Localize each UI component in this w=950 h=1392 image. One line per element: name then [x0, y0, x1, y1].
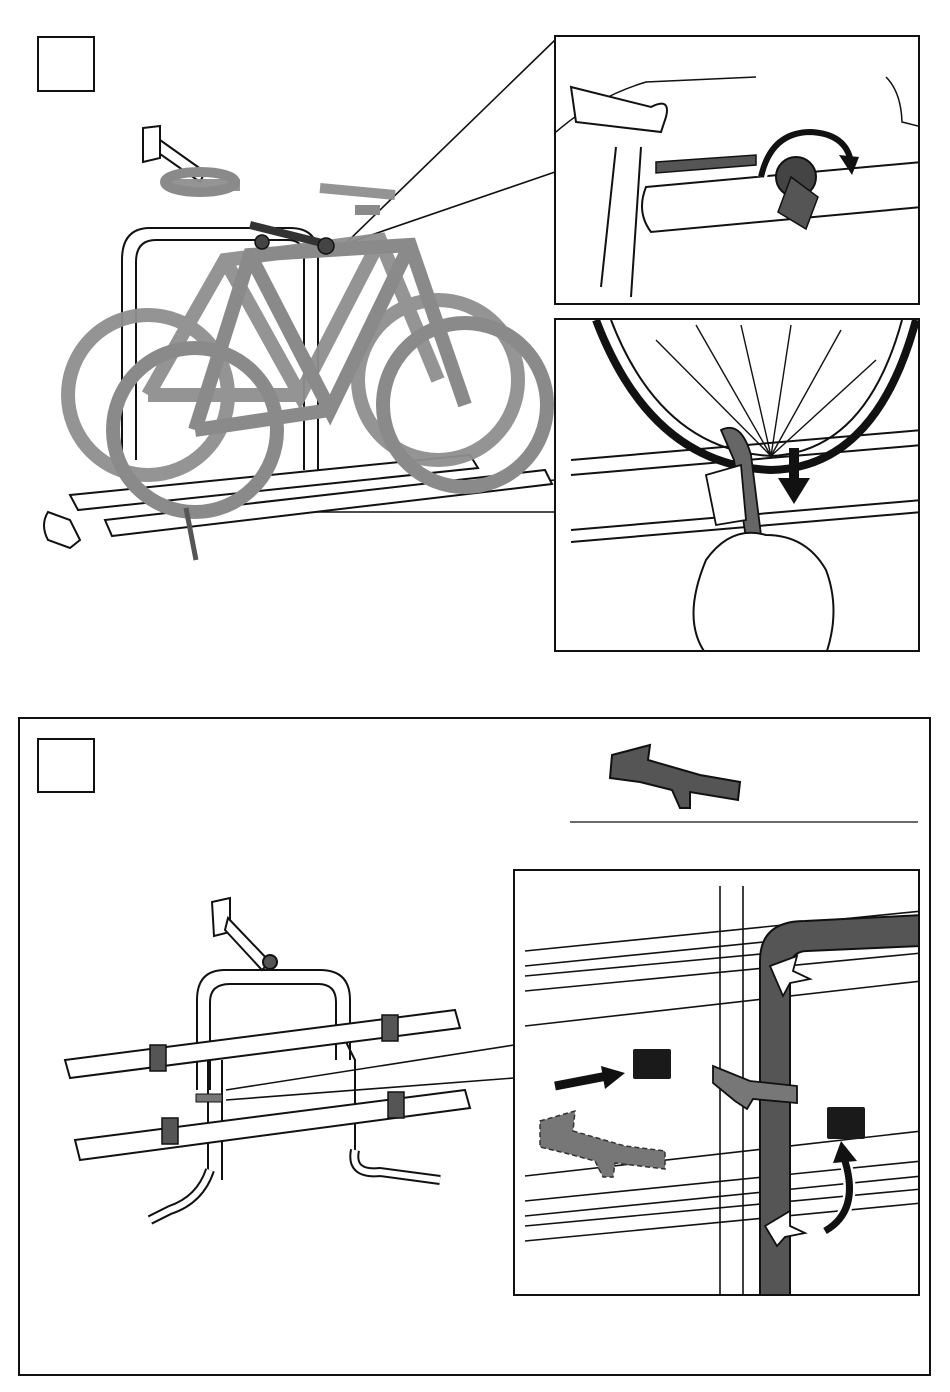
detail-panel-wheel-strap [554, 318, 920, 652]
front-bike [113, 172, 547, 512]
leader-line-bottom [195, 480, 555, 512]
leader-line-top [345, 40, 555, 244]
leader-line-top-b [345, 172, 555, 244]
step-2-number-box [37, 738, 95, 793]
frame-knob-2 [255, 235, 269, 249]
curved-up-arrow-icon [515, 871, 920, 1296]
step-1-number-box [37, 36, 95, 92]
detail-panel-frame-knob [554, 35, 920, 305]
wheel-strap [186, 508, 196, 560]
frame-knob [318, 238, 334, 254]
rack-frame [122, 228, 318, 470]
frame-strap [250, 225, 330, 245]
bike-rails [44, 455, 552, 548]
detail-panel-spacer-clip [513, 869, 920, 1296]
wall-bracket [143, 126, 205, 182]
back-bike [68, 185, 518, 475]
rotate-arrow-icon [556, 37, 920, 305]
down-arrow-icon [556, 320, 920, 652]
